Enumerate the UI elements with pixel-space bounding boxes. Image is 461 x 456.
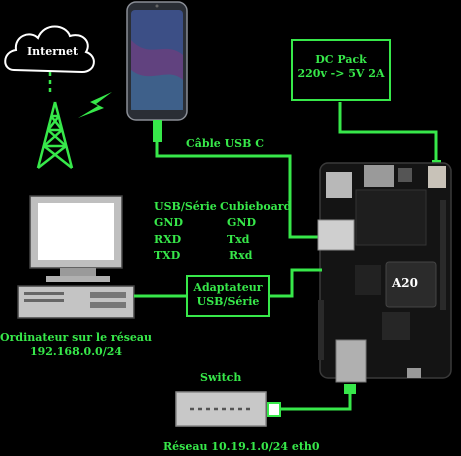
computer-line-2: 192.168.0.0/24 <box>29 344 123 358</box>
smartphone-icon <box>126 1 188 121</box>
adapter-line-1: Adaptateur <box>193 281 263 294</box>
adapter-to-board-line <box>270 268 322 298</box>
wireless-bolt-icon <box>78 92 112 118</box>
serial-adapter-box: Adaptateur USB/Série <box>186 275 270 317</box>
soc-chip-label: A20 <box>392 276 419 290</box>
cell-tower-icon <box>36 101 74 169</box>
ethernet-plug-icon <box>344 384 356 394</box>
network-switch-icon <box>175 391 281 427</box>
power-cable-line <box>338 102 438 160</box>
switch-label: Switch <box>200 371 242 384</box>
serial-row-right: Txd <box>227 233 250 246</box>
serial-row-left: RXD <box>154 233 182 246</box>
internet-label: Internet <box>27 45 79 58</box>
internet-cloud-icon <box>4 25 95 74</box>
usb-c-cable-line <box>155 142 318 239</box>
serial-header-right: Cubieboard <box>220 200 292 213</box>
usb-cable-label: Câble USB C <box>186 137 264 150</box>
computer-line-1: Ordinateur sur le réseau <box>0 331 153 344</box>
serial-row-left: GND <box>154 216 183 229</box>
desktop-computer-icon <box>17 195 135 319</box>
power-line-1: DC Pack <box>315 53 367 66</box>
serial-row-right: GND <box>227 216 256 229</box>
network-label: Réseau 10.19.1.0/24 eth0 <box>163 440 320 453</box>
serial-header-left: USB/Série <box>154 200 217 213</box>
usb-c-plug-icon <box>153 120 162 142</box>
adapter-line-2: USB/Série <box>196 294 260 308</box>
power-line-2: 220v -> 5V 2A <box>297 66 385 80</box>
computer-caption: Ordinateur sur le réseau 192.168.0.0/24 <box>0 331 152 359</box>
serial-row-left: TXD <box>154 249 181 262</box>
serial-row-right: Rxd <box>229 249 253 262</box>
power-supply-box: DC Pack 220v -> 5V 2A <box>291 39 391 101</box>
ethernet-cable-line <box>280 384 352 411</box>
cubieboard-icon <box>317 162 452 383</box>
